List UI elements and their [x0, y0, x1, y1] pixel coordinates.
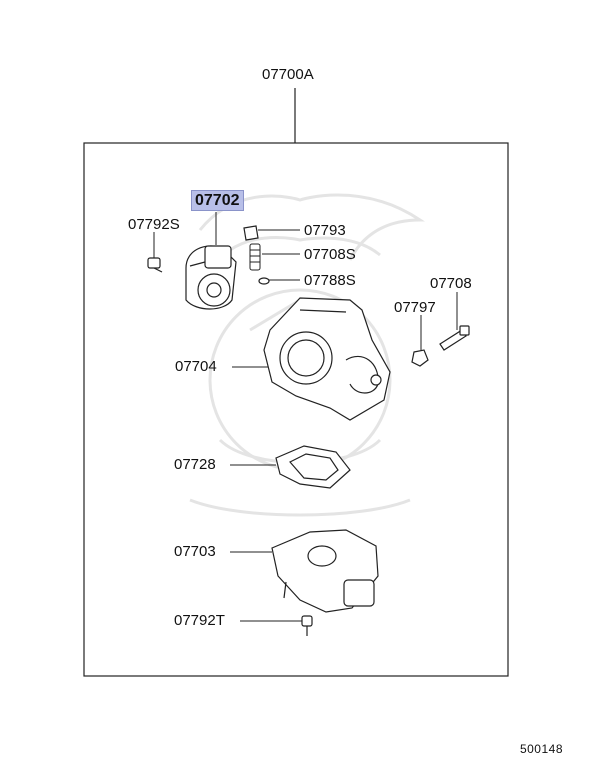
bolt-lower[interactable] [301, 615, 313, 636]
assembly-label: 07700A [262, 66, 314, 83]
bolt-upper-left[interactable] [147, 257, 163, 273]
idle-air-valve[interactable] [271, 529, 379, 613]
diagram-code: 500148 [519, 742, 563, 756]
assembly-frame [83, 142, 509, 677]
spring-part[interactable] [249, 243, 261, 271]
oring-part[interactable] [258, 277, 270, 285]
gasket-part[interactable] [275, 445, 351, 489]
part-label-oring[interactable]: 07788S [304, 272, 356, 289]
nut-part[interactable] [411, 349, 429, 367]
throttle-position-sensor[interactable] [185, 245, 237, 310]
part-label-nut[interactable]: 07797 [394, 299, 436, 316]
throttle-body[interactable] [263, 297, 391, 421]
cap-part[interactable] [243, 225, 259, 241]
part-label-bolt-lower[interactable]: 07792T [174, 612, 225, 629]
part-label-cap[interactable]: 07793 [304, 222, 346, 239]
part-label-spring[interactable]: 07708S [304, 246, 356, 263]
leader-lines [153, 212, 458, 622]
part-label-bolt-upper-left[interactable]: 07792S [128, 216, 180, 233]
part-label-gasket[interactable]: 07728 [174, 456, 216, 473]
part-label-bolt-right[interactable]: 07708 [430, 275, 472, 292]
highlighted-part-label[interactable]: 07702 [191, 190, 244, 211]
part-label-idle-valve[interactable]: 07703 [174, 543, 216, 560]
bolt-right[interactable] [439, 325, 470, 351]
part-label-throttle-body[interactable]: 07704 [175, 358, 217, 375]
